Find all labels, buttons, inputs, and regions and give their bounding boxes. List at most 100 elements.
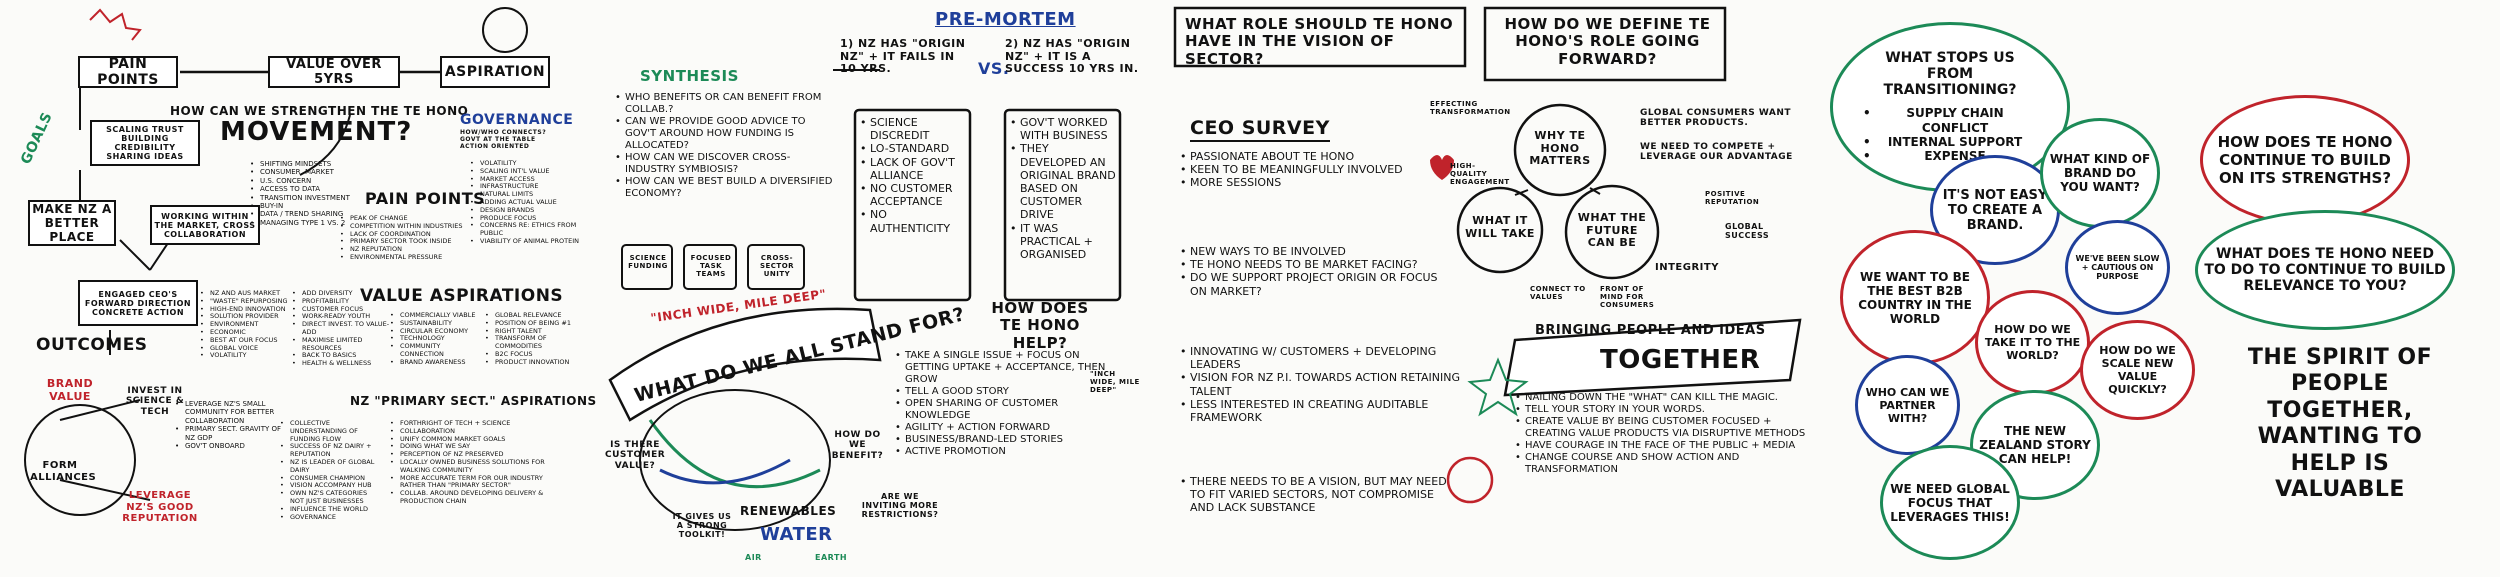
help-item: AGILITY + ACTION FORWARD (895, 422, 1125, 434)
ps-item: COLLAB. AROUND DEVELOPING DELIVERY & PRO… (390, 489, 565, 506)
shifting-item: CONSUMER, MARKET (250, 168, 370, 177)
va-item: BRAND AWARENESS (390, 358, 480, 367)
pain-item: VIABILITY OF ANIMAL PROTEIN (470, 237, 580, 246)
market-item: "WASTE" REPURPOSING (200, 297, 295, 306)
success-item: IT WAS PRACTICAL + ORGANISED (1010, 222, 1118, 262)
new-ways-list: NEW WAYS TO BE INVOLVED TE HONO NEEDS TO… (1180, 245, 1445, 298)
market-item: ADD DIVERSITY (292, 289, 392, 298)
together-item: CHANGE COURSE AND SHOW ACTION AND TRANSF… (1515, 452, 1815, 476)
innov-item: LESS INTERESTED IN CREATING AUDITABLE FR… (1180, 398, 1480, 424)
nz-story-bubble: THE NEW ZEALAND STORY CAN HELP! (1970, 390, 2100, 500)
ps-item: UNIFY COMMON MARKET GOALS (390, 435, 565, 444)
ps-item: LOCALLY OWNED BUSINESS SOLUTIONS FOR WAL… (390, 458, 565, 475)
pain-item: PEAK OF CHANGE (340, 214, 465, 223)
ceo-survey-list: PASSIONATE ABOUT TE HONO KEEN TO BE MEAN… (1180, 150, 1440, 190)
innov-item: VISION FOR NZ P.I. TOWARDS ACTION RETAIN… (1180, 371, 1480, 397)
strengthen-question: HOW CAN WE STRENGTHEN THE TE HONO (170, 104, 469, 118)
restrictions-bubble: ARE WE INVITING MORE RESTRICTIONS? (861, 492, 939, 520)
water-label: WATER (760, 524, 833, 545)
form-alliances-label: FORM ALLIANCES (30, 460, 97, 483)
outcome-item: PRIMARY SECT. GRAVITY OF NZ GDP (175, 425, 290, 442)
positive-reputation: POSITIVE REPUTATION (1705, 190, 1760, 207)
market-item: BACK TO BASICS (292, 352, 392, 360)
va-item: RIGHT TALENT (485, 327, 585, 336)
aspiration-box: ASPIRATION (440, 56, 550, 88)
va-item: B2C FOCUS (485, 350, 585, 359)
together-heading: TOGETHER (1600, 345, 1761, 375)
brand-value-label: BRAND VALUE (46, 377, 94, 403)
outcome-item: GOV'T ONBOARD (175, 442, 290, 451)
market-item: CUSTOMER FOCUS (292, 305, 392, 314)
shifting-item: BUY-IN (250, 202, 370, 211)
pre-mortem-fail: 1) NZ HAS "ORIGIN NZ" + IT FAILS IN 10 Y… (840, 37, 966, 76)
pain-item: MARKET ACCESS (470, 175, 580, 184)
renewables-label: RENEWABLES (740, 504, 837, 518)
value-aspirations-heading: VALUE ASPIRATIONS (360, 286, 564, 306)
success-item: THEY DEVELOPED AN ORIGINAL BRAND BASED O… (1010, 142, 1118, 221)
market-item: ECONOMIC (200, 328, 295, 337)
pain-item: INFRASTRUCTURE (470, 183, 580, 191)
pain-item: NZ REPUTATION (340, 245, 465, 254)
market-item: BEST AT OUR FOCUS (200, 336, 295, 345)
shifting-item: DATA / TREND SHARING (250, 210, 370, 219)
benefit-bubble: HOW DO WE BENEFIT? (831, 430, 884, 461)
help-item: ACTIVE PROMOTION (895, 446, 1125, 458)
va-item: SUCCESS OF NZ DAIRY + REPUTATION (280, 443, 380, 459)
shifting-item: MANAGING TYPE 1 VS. 2 (250, 219, 370, 228)
fail-list: SCIENCE DISCREDIT LO-STANDARD LACK OF GO… (860, 116, 968, 235)
pain-item: CONCERNS RE: ETHICS FROM PUBLIC (470, 222, 580, 238)
pain-item: ENVIRONMENTAL PRESSURE (340, 253, 465, 262)
va-item: OWN NZ'S CATEGORIES NOT JUST BUSINESSES (280, 489, 380, 506)
what-it-will-take: WHAT IT WILL TAKE (1465, 214, 1535, 240)
new-ways-item: NEW WAYS TO BE INVOLVED (1180, 245, 1445, 258)
help-item: TELL A GOOD STORY (895, 386, 1125, 398)
innov-item: INNOVATING W/ CUSTOMERS + DEVELOPING LEA… (1180, 345, 1480, 371)
shifting-item: TRANSITION INVESTMENT (250, 194, 370, 203)
earth-label: EARTH (815, 553, 848, 562)
va-item: COMMUNITY CONNECTION (390, 342, 480, 359)
front-of-mind: FRONT OF MIND FOR CONSUMERS (1600, 285, 1655, 310)
together-item: HAVE COURAGE IN THE FACE OF THE PUBLIC +… (1515, 440, 1815, 452)
va-item: TRANSFORM OF COMMODITIES (485, 335, 585, 351)
jar-cross-sector-unity: CROSS-SECTOR UNITY (759, 254, 795, 279)
market-list: NZ AND AUS MARKET "WASTE" REPURPOSING HI… (200, 289, 295, 360)
movement-title: MOVEMENT? (220, 117, 413, 147)
stops-question: WHAT STOPS US FROM TRANSITIONING? (1883, 50, 2017, 99)
ceo-item: PASSIONATE ABOUT TE HONO (1180, 150, 1440, 163)
ps-item: MORE ACCURATE TERM FOR OUR INDUSTRY RATH… (390, 474, 565, 491)
shifting-item: ACCESS TO DATA (250, 185, 370, 194)
shifting-list: SHIFTING MINDSETS CONSUMER, MARKET U.S. … (250, 160, 370, 228)
va-item: CIRCULAR ECONOMY (390, 327, 480, 336)
vision-item: THERE NEEDS TO BE A VISION, BUT MAY NEED… (1180, 475, 1455, 515)
build-relevance-bubble: WHAT DOES TE HONO NEED TO DO TO CONTINUE… (2195, 210, 2455, 330)
make-nz-better-box: MAKE NZ A BETTER PLACE (28, 200, 116, 246)
jar-focused-task-teams: FOCUSED TASK TEAMS (690, 254, 732, 279)
scale-bubble: HOW DO WE SCALE NEW VALUE QUICKLY? (2080, 320, 2195, 420)
pain-item: SCALING INT'L VALUE (470, 167, 580, 176)
define-role-question: HOW DO WE DEFINE TE HONO'S ROLE GOING FO… (1504, 15, 1711, 68)
ps-item: FORTHRIGHT OF TECH + SCIENCE (390, 419, 565, 428)
pre-mortem-heading: PRE-MORTEM (935, 9, 1076, 30)
va-item: VISION ACCOMPANY HUB (280, 482, 380, 490)
effecting-transformation: EFFECTING TRANSFORMATION (1430, 100, 1511, 117)
pre-mortem-success: 2) NZ HAS "ORIGIN NZ" + IT IS A SUCCESS … (1005, 37, 1139, 76)
help-item: BUSINESS/BRAND-LED STORIES (895, 434, 1125, 446)
what-future-can-be: WHAT THE FUTURE CAN BE (1577, 211, 1647, 250)
need-to-compete: WE NEED TO COMPETE + LEVERAGE OUR ADVANT… (1640, 142, 1793, 163)
new-ways-item: TE HONO NEEDS TO BE MARKET FACING? (1180, 258, 1445, 271)
va-item: GLOBAL RELEVANCE (485, 311, 585, 320)
ps-item: DOING WHAT WE SAY (390, 443, 565, 451)
partner-bubble: WHO CAN WE PARTNER WITH? (1855, 355, 1960, 455)
va-item: PRODUCT INNOVATION (485, 358, 585, 367)
inch-wide-note: "INCH WIDE, MILE DEEP" (1090, 370, 1140, 395)
been-slow-bubble: WE'VE BEEN SLOW + CAUTIOUS ON PURPOSE (2065, 220, 2170, 315)
fail-item: NO CUSTOMER ACCEPTANCE (860, 182, 968, 208)
vs-label: VS. (978, 59, 1010, 78)
global-focus-bubble: WE NEED GLOBAL FOCUS THAT LEVERAGES THIS… (1880, 445, 2020, 560)
customer-value-bubble: IS THERE CUSTOMER VALUE? (605, 440, 666, 471)
best-b2b-bubble: WE WANT TO BE THE BEST B2B COUNTRY IN TH… (1840, 230, 1990, 365)
pain-item: PRIMARY SECTOR TOOK INSIDE (340, 238, 465, 246)
va-item: SUSTAINABILITY (390, 319, 480, 328)
help-item: TAKE A SINGLE ISSUE + FOCUS ON GETTING U… (895, 350, 1125, 386)
innovating-list: INNOVATING W/ CUSTOMERS + DEVELOPING LEA… (1180, 345, 1480, 424)
